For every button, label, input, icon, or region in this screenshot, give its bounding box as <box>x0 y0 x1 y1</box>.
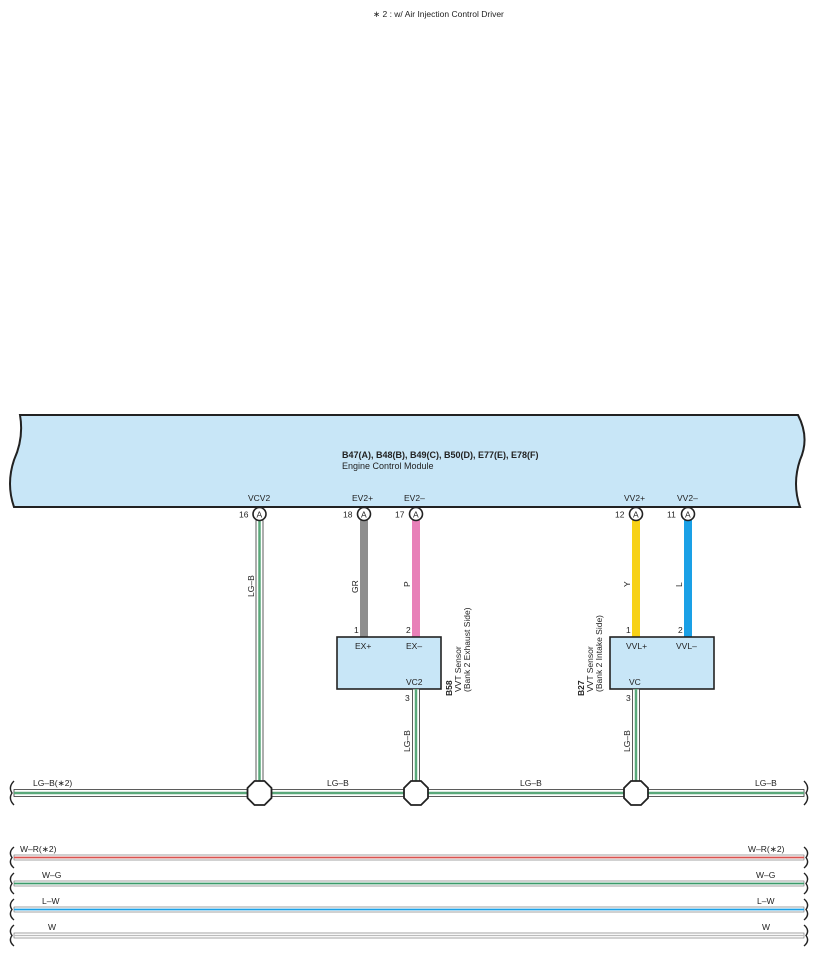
wire-label-b27-vc: LG–B <box>622 730 632 752</box>
bus-lgb-right-label: LG–B <box>755 778 777 788</box>
connector-label-vcv2: A <box>257 510 263 520</box>
b27-name: VVT Sensor <box>585 646 595 692</box>
pin-num-ev2-plus: 18 <box>343 510 353 520</box>
b58-id: B58 <box>444 680 454 696</box>
b58-detail: (Bank 2 Exhaust Side) <box>462 607 472 692</box>
b27-pin1-name: VVL+ <box>626 641 647 651</box>
wire-label-ev2-plus: GR <box>350 580 360 593</box>
bus-lgb-left-label: LG–B(∗2) <box>33 778 72 788</box>
b58-name: VVT Sensor <box>453 646 463 692</box>
bus-line-wg-right-label: W–G <box>756 870 775 880</box>
ecm-connectors: B47(A), B48(B), B49(C), B50(D), E77(E), … <box>342 450 539 460</box>
bus-line-lw-right-label: L–W <box>757 896 774 906</box>
bus-line-wr-left-label: W–R(∗2) <box>20 844 57 854</box>
terminal-ev2-plus: A 18 <box>343 506 372 522</box>
splice-junction-2 <box>403 780 429 806</box>
terminal-name-vv2-plus: VV2+ <box>624 493 645 503</box>
b58-pin1-name: EX+ <box>355 641 371 651</box>
wire-vcv2 <box>255 519 264 794</box>
bus-line-lw-left-label: L–W <box>42 896 59 906</box>
wire-label-vcv2: LG–B <box>246 575 256 597</box>
sensor-b58: 1 2 EX+ EX– VC2 3 B58 VVT Sensor (Bank 2… <box>336 607 472 703</box>
splice-junction-3 <box>623 780 649 806</box>
b27-pin2-num: 2 <box>678 625 683 635</box>
b27-pin1-num: 1 <box>626 625 631 635</box>
b58-pin2-name: EX– <box>406 641 422 651</box>
sensor-b27: 1 2 VVL+ VVL– VC 3 B27 VVT Sensor (Bank … <box>576 615 715 703</box>
wire-label-b58-vc2: LG–B <box>402 730 412 752</box>
bus-line-wr-right-label: W–R(∗2) <box>748 844 785 854</box>
b27-pin2-name: VVL– <box>676 641 697 651</box>
terminal-name-ev2-minus: EV2– <box>404 493 425 503</box>
pin-num-vv2-minus: 11 <box>667 510 676 520</box>
b58-pin3-num: 3 <box>405 693 410 703</box>
b58-pin2-num: 2 <box>406 625 411 635</box>
ecm-body <box>9 414 806 508</box>
terminal-name-vv2-minus: VV2– <box>677 493 698 503</box>
b58-pin1-num: 1 <box>354 625 359 635</box>
wire-ev2-minus <box>412 520 420 637</box>
wire-vv2-plus <box>632 520 640 637</box>
wire-b58-vc2 <box>412 688 420 794</box>
b27-id: B27 <box>576 680 586 696</box>
terminal-vv2-minus: A 11 <box>667 506 696 522</box>
b58-pin3-name: VC2 <box>406 677 423 687</box>
bus-line-lw <box>9 898 809 921</box>
bus-line-w-left-label: W <box>48 922 56 932</box>
terminal-name-ev2-plus: EV2+ <box>352 493 373 503</box>
bus-line-wg <box>9 872 809 895</box>
footnote: ∗ 2 : w/ Air Injection Control Driver <box>373 9 504 19</box>
wire-label-vv2-minus: L <box>674 582 684 587</box>
connector-label-vv2-minus: A <box>685 510 691 520</box>
wire-label-vv2-plus: Y <box>622 581 632 587</box>
b27-pin3-num: 3 <box>626 693 631 703</box>
wire-b27-vc <box>632 688 640 794</box>
bus-lgb-seg1-label: LG–B <box>327 778 349 788</box>
terminal-ev2-minus: A 17 <box>395 506 424 522</box>
terminal-vv2-plus: A 12 <box>615 506 644 522</box>
terminal-vcv2: A 16 <box>239 506 267 522</box>
pin-num-vcv2: 16 <box>239 510 249 520</box>
bus-line-w <box>9 924 809 947</box>
bus-lgb-seg2-label: LG–B <box>520 778 542 788</box>
connector-label-ev2-plus: A <box>361 510 367 520</box>
wire-label-ev2-minus: P <box>402 581 412 587</box>
bus-line-wr <box>9 846 809 869</box>
pin-num-vv2-plus: 12 <box>615 510 625 520</box>
wire-vv2-minus <box>684 520 692 637</box>
pin-num-ev2-minus: 17 <box>395 510 405 520</box>
b27-detail: (Bank 2 Intake Side) <box>594 615 604 692</box>
ecm-name: Engine Control Module <box>342 461 434 471</box>
connector-label-ev2-minus: A <box>413 510 419 520</box>
bus-line-w-right-label: W <box>762 922 770 932</box>
splice-junction-1 <box>246 780 273 806</box>
bus-line-wg-left-label: W–G <box>42 870 61 880</box>
terminal-name-vcv2: VCV2 <box>248 493 270 503</box>
connector-label-vv2-plus: A <box>633 510 639 520</box>
wire-ev2-plus <box>360 520 368 637</box>
b27-pin3-name: VC <box>629 677 641 687</box>
